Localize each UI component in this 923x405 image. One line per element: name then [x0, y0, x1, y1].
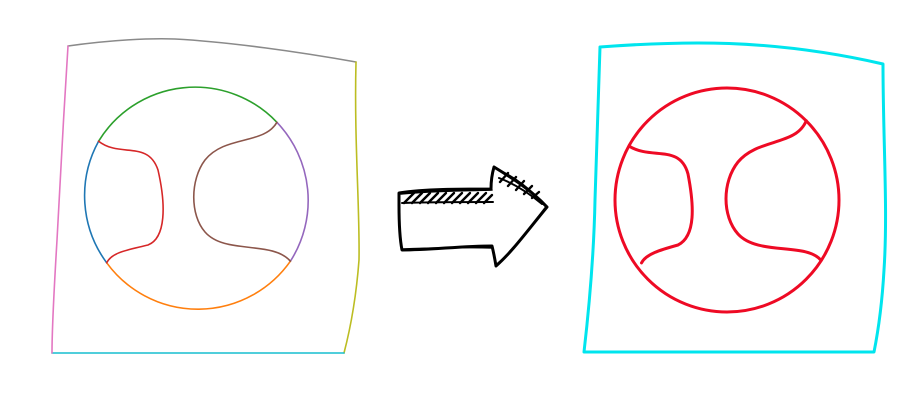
left-square-right-edge — [343, 61, 360, 354]
arrow-inner-edge — [401, 177, 543, 205]
left-square-top-edge — [67, 37, 357, 63]
left-inner-curve-right — [192, 121, 292, 262]
left-inner-curve-left — [97, 140, 164, 264]
right-inner-curve-left — [627, 144, 694, 265]
left-circle-bottom-arc — [105, 260, 292, 310]
right-circle — [613, 86, 841, 314]
left-panel — [51, 37, 360, 354]
left-circle-right-arc — [276, 121, 309, 262]
left-circle-top-arc — [97, 86, 278, 142]
right-inner-curve-right — [724, 119, 823, 262]
left-circle-left-arc — [83, 140, 108, 264]
arrow-sketch-pass — [400, 167, 546, 265]
left-square-left-edge — [51, 45, 69, 354]
right-panel — [582, 41, 888, 354]
transform-arrow — [397, 165, 549, 268]
right-square-boundary — [582, 41, 888, 354]
